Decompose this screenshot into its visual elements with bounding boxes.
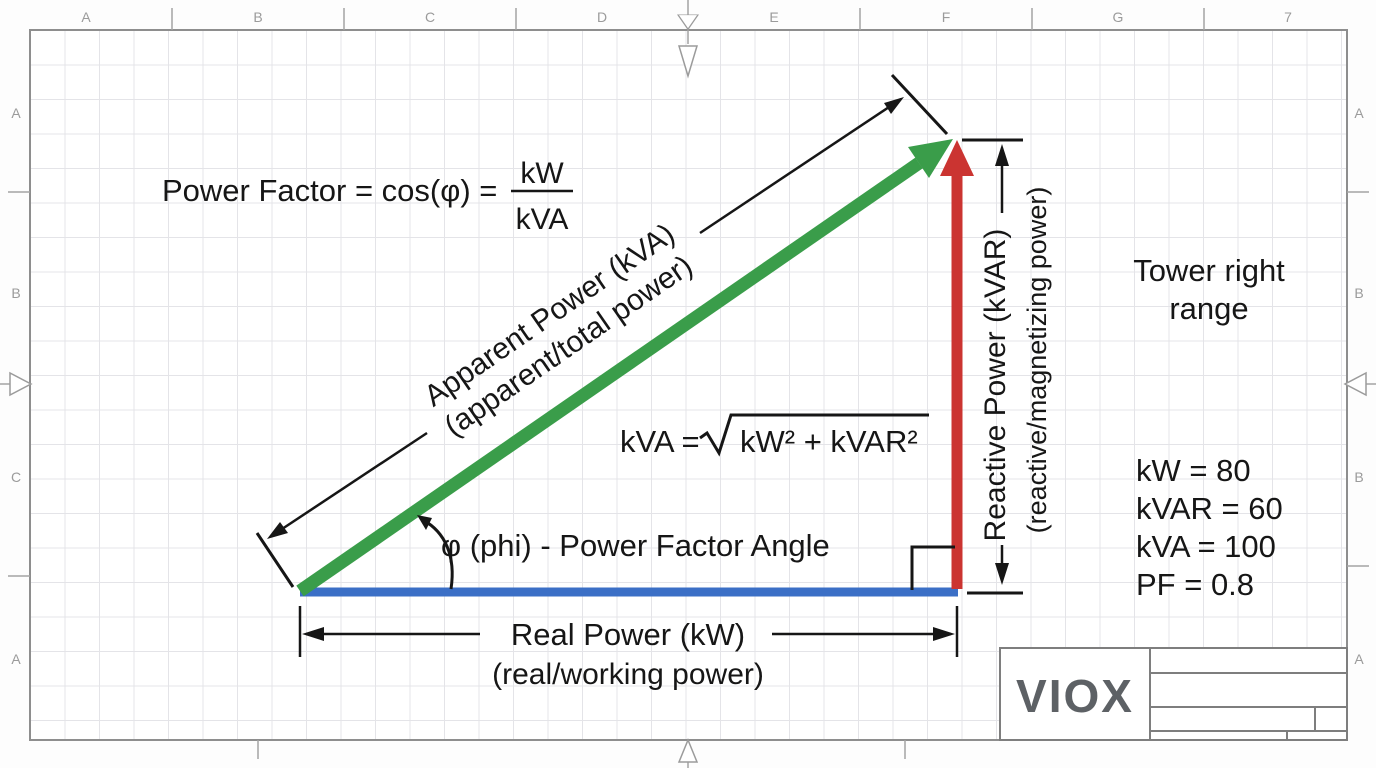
reactive-power-arrowhead: [940, 140, 974, 176]
value-pf: PF = 0.8: [1136, 567, 1254, 602]
dim-slash-upper: [890, 73, 949, 136]
row-label-left: C: [11, 469, 21, 485]
side-note: Tower right range: [1133, 253, 1285, 326]
angle-label: φ (phi) - Power Factor Angle: [441, 528, 830, 563]
col-label: D: [597, 9, 607, 25]
row-label-left: B: [11, 285, 20, 301]
center-marker-bottom: [677, 738, 699, 768]
note-line1: Tower right: [1133, 253, 1285, 288]
real-dimension: Real Power (kW) (real/working power): [298, 606, 959, 691]
kva-formula-lhs: kVA =: [620, 424, 700, 459]
value-list: kW = 80 kVAR = 60 kVA = 100 PF = 0.8: [1136, 453, 1283, 602]
viox-logo: VIOX: [1016, 670, 1134, 722]
reactive-dimension: Reactive Power (kVAR) (reactive/magnetiz…: [962, 138, 1052, 595]
row-label-right: B: [1354, 469, 1363, 485]
title-block: VIOX: [999, 647, 1348, 741]
note-line2: range: [1169, 291, 1248, 326]
dim-slash-lower: [255, 532, 295, 588]
col-label: G: [1113, 9, 1124, 25]
kva-formula: kVA = kW² + kVAR²: [620, 413, 929, 459]
real-power-sublabel: (real/working power): [492, 658, 764, 691]
row-label-left: A: [11, 105, 21, 121]
row-label-left: A: [11, 651, 21, 667]
pf-formula-lhs: Power Factor = cos(φ) =: [162, 173, 497, 208]
col-label: C: [425, 9, 435, 25]
center-marker-right: [1343, 371, 1376, 397]
sqrt-radical: [699, 413, 929, 457]
reactive-power-label: Reactive Power (kVAR): [979, 229, 1012, 542]
right-angle-marker: [910, 545, 955, 590]
pf-fraction-denominator: kVA: [516, 203, 569, 236]
col-label: E: [769, 9, 778, 25]
power-triangle: [296, 139, 974, 597]
power-factor-formula: Power Factor = cos(φ) = kW kVA: [162, 157, 573, 236]
value-kw: kW = 80: [1136, 453, 1251, 488]
col-label: B: [253, 9, 262, 25]
angle-arc: [422, 518, 454, 590]
frame-coordinates: A B C D E F G 7 A B C A A B B A: [11, 9, 1364, 667]
col-label: F: [942, 9, 951, 25]
dim-arrowhead-right: [933, 627, 955, 641]
dim-arrowhead-lower: [267, 522, 288, 539]
center-marker-top: [676, 0, 700, 44]
apparent-power-arrowhead: [908, 139, 953, 178]
title-block-outline: [999, 647, 1348, 741]
apparent-power-vector: [296, 157, 923, 597]
col-label: 7: [1284, 9, 1292, 25]
row-label-right: B: [1354, 285, 1363, 301]
apparent-dimension: Apparent Power (kVA) (apparent/total pow…: [255, 73, 949, 588]
dim-arrowhead-up: [995, 144, 1009, 166]
graph-paper-grid: [30, 30, 1347, 740]
row-label-right: A: [1354, 651, 1364, 667]
real-power-label: Real Power (kW): [511, 617, 745, 652]
reactive-power-sublabel: (reactive/magnetizing power): [1022, 187, 1052, 534]
value-kvar: kVAR = 60: [1136, 491, 1283, 526]
dim-arrowhead-upper: [884, 97, 904, 114]
dim-line-upper: [699, 97, 902, 235]
col-label: A: [81, 9, 91, 25]
kva-formula-radicand: kW² + kVAR²: [740, 424, 918, 459]
center-marker-left: [0, 371, 33, 397]
pf-fraction-numerator: kW: [520, 157, 564, 190]
value-kva: kVA = 100: [1136, 529, 1276, 564]
dim-arrowhead-down: [995, 563, 1009, 585]
dim-arrowhead-left: [302, 627, 324, 641]
dim-line-lower: [272, 431, 428, 537]
frame-ticks: [8, 8, 1369, 759]
center-marker-top-glyph: [677, 45, 699, 79]
row-label-right: A: [1354, 105, 1364, 121]
angle-arc-arrowhead: [417, 515, 432, 530]
